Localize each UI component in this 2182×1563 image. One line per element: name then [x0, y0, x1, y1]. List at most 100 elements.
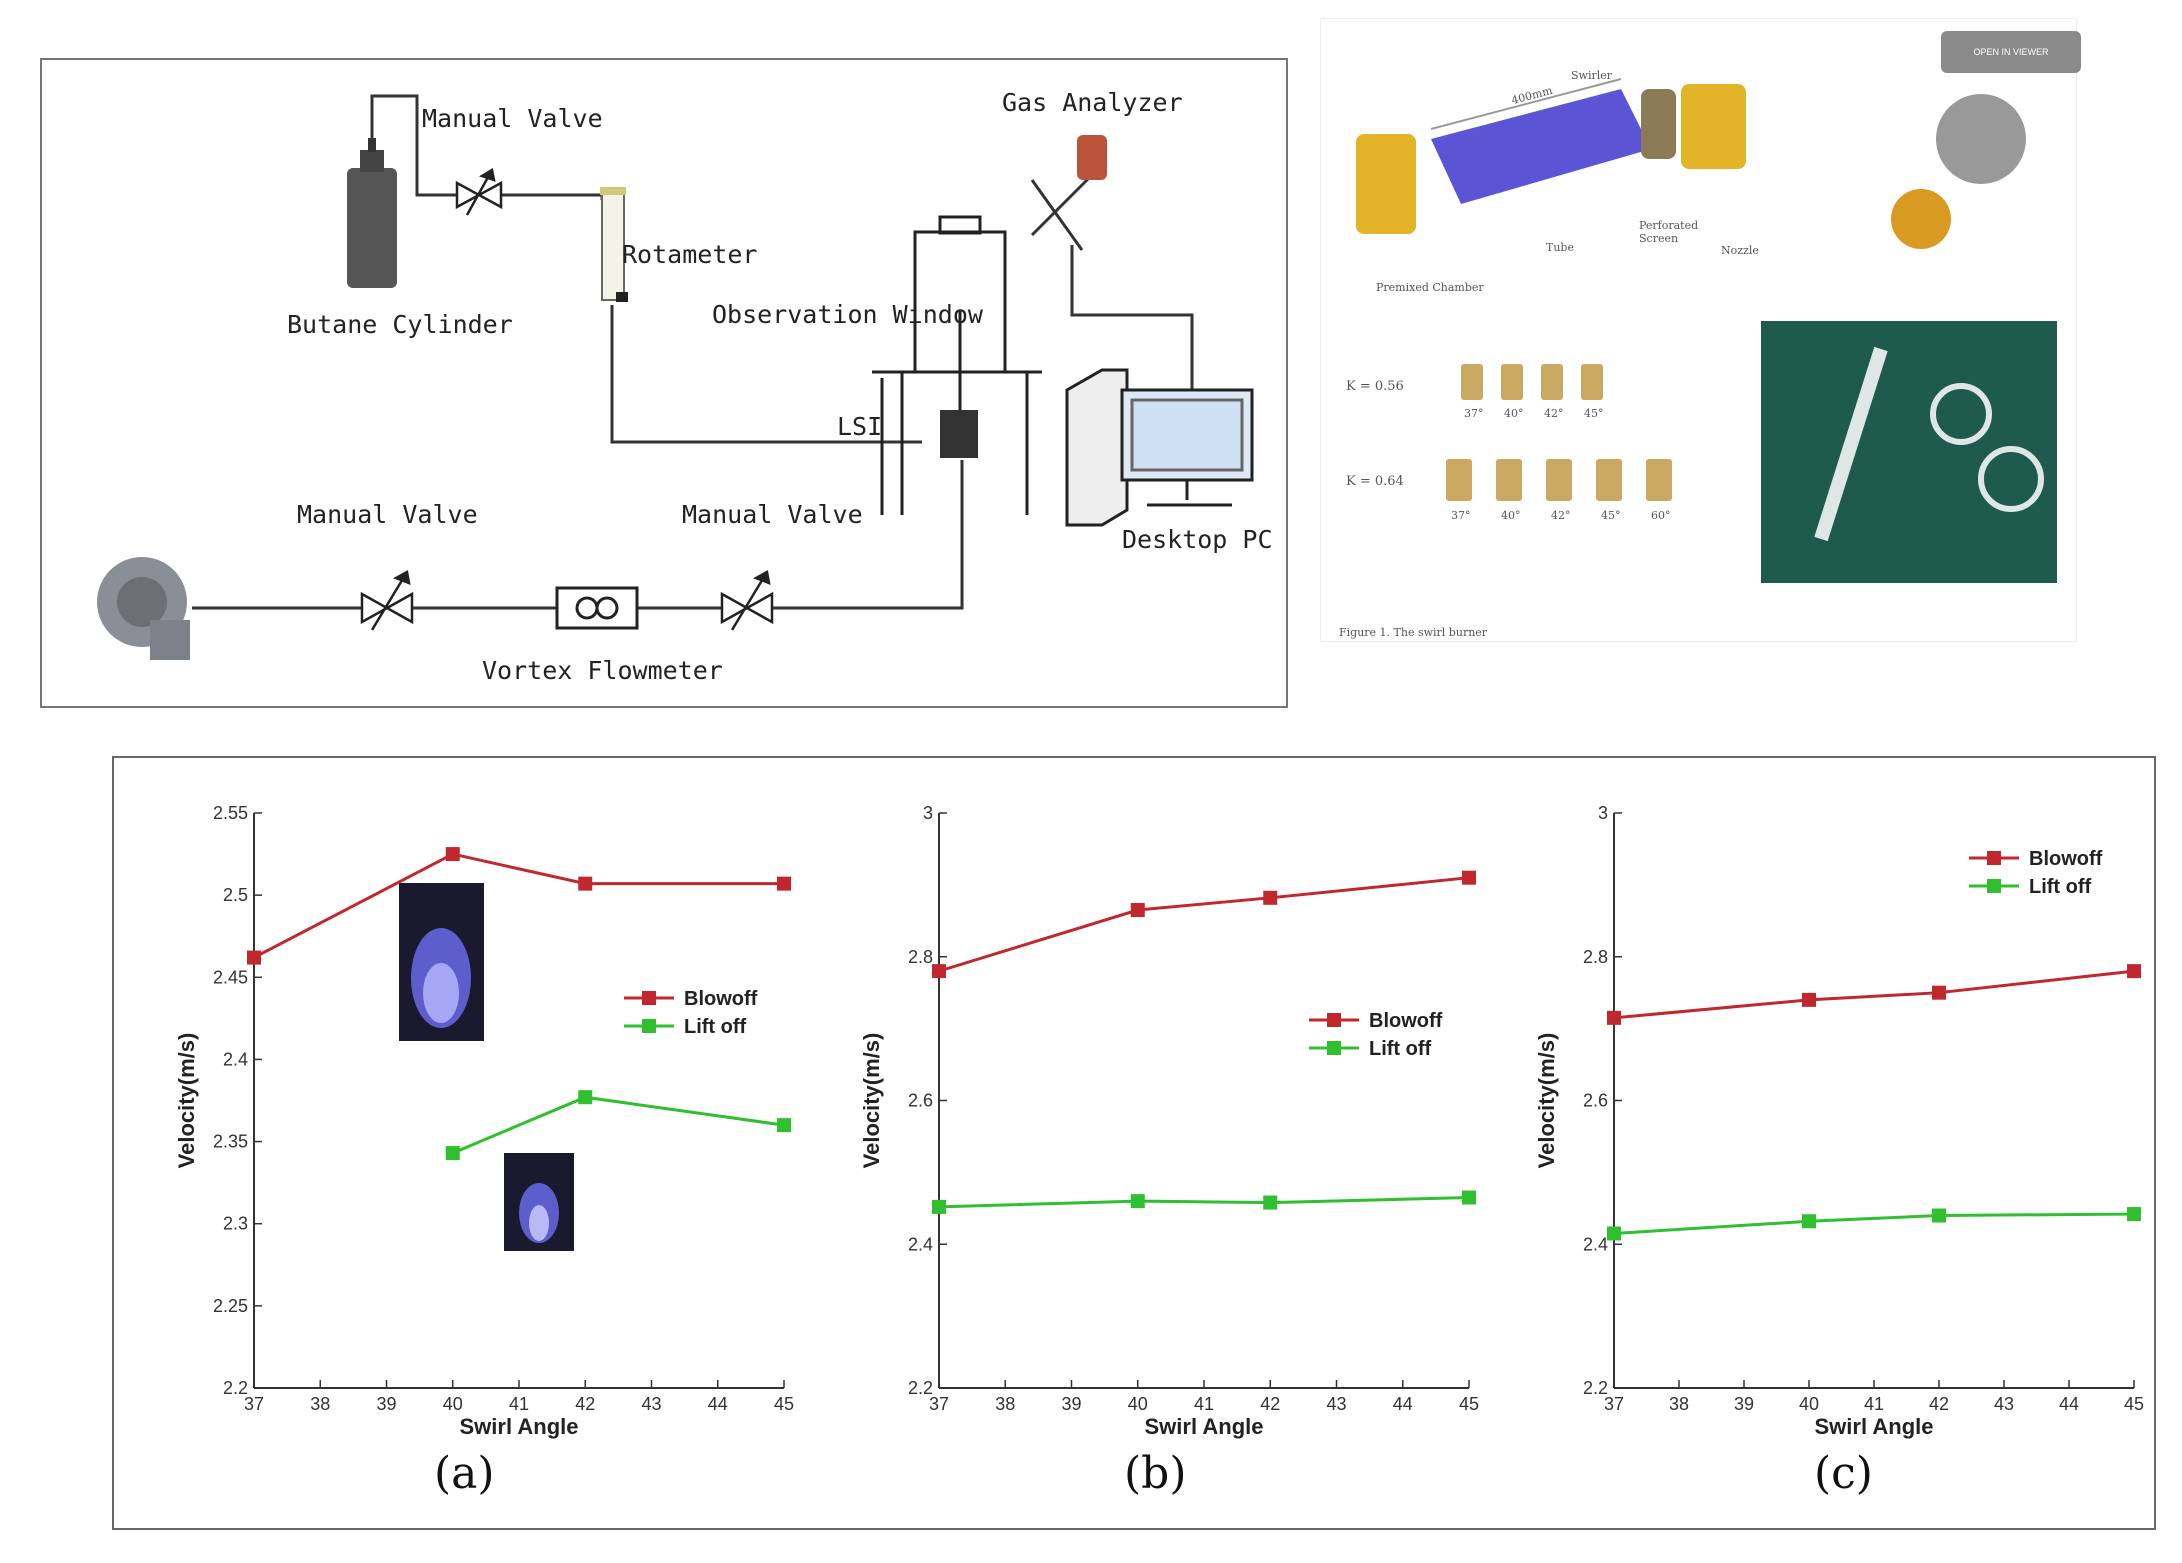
data-point — [445, 1146, 460, 1161]
blower-icon — [97, 557, 190, 660]
y-tick-label: 3 — [1598, 803, 1608, 823]
data-point — [1607, 1226, 1621, 1241]
label-angle-r1-40: 40° — [1504, 407, 1524, 420]
data-point — [2127, 964, 2141, 979]
data-point — [777, 1118, 791, 1133]
desktop-pc-icon — [1065, 368, 1254, 527]
y-tick-label: 2.45 — [213, 967, 248, 987]
vortex-flowmeter-icon — [555, 586, 639, 630]
series-line-blowoff — [1613, 969, 2135, 1020]
legend-marker — [642, 991, 656, 1005]
label-k-row2: K = 0.64 — [1346, 474, 1404, 489]
legend-marker — [1327, 1013, 1341, 1027]
valve-icon-right — [720, 570, 774, 631]
legend-label: Blowoff — [684, 988, 758, 1010]
data-point — [777, 876, 791, 891]
label-desktop-pc: Desktop PC — [1122, 525, 1273, 554]
label-nozzle: Nozzle — [1721, 244, 1759, 257]
y-tick-label: 2.2 — [223, 1378, 248, 1398]
x-tick-label: 40 — [1799, 1394, 1819, 1414]
label-k-row1: K = 0.56 — [1346, 379, 1404, 394]
data-point — [1130, 903, 1145, 918]
x-tick-label: 37 — [1604, 1394, 1624, 1414]
data-point — [1607, 1010, 1621, 1025]
label-manual-valve-right: Manual Valve — [682, 500, 863, 529]
x-tick-label: 38 — [1669, 1394, 1689, 1414]
data-point — [578, 876, 593, 891]
label-swirler: Swirler — [1571, 69, 1613, 82]
label-rotameter: Rotameter — [622, 240, 758, 269]
label-angle-r2-40: 40° — [1501, 509, 1521, 522]
x-tick-label: 39 — [1061, 1394, 1081, 1414]
y-tick-label: 2.4 — [223, 1049, 248, 1069]
x-tick-label: 37 — [244, 1394, 264, 1414]
flame-photo-large — [399, 883, 484, 1041]
data-point — [1263, 1195, 1278, 1210]
caption-c: (c) — [1814, 1448, 1873, 1499]
caption-a: (a) — [434, 1448, 495, 1499]
lsi-burner-icon — [940, 410, 978, 458]
premixed-chamber-icon — [1356, 134, 1416, 234]
schematic-lines — [97, 94, 1254, 660]
x-tick-label: 43 — [1326, 1394, 1346, 1414]
data-point — [445, 847, 460, 862]
label-premixed-chamber: Premixed Chamber — [1376, 281, 1484, 294]
label-angle-r2-37: 37° — [1451, 509, 1471, 522]
label-butane-cylinder: Butane Cylinder — [287, 310, 513, 339]
data-point — [1462, 1190, 1476, 1205]
y-axis-label: Velocity(m/s) — [174, 1033, 199, 1169]
x-axis-label: Swirl Angle — [1145, 1414, 1264, 1439]
legend-label: Lift off — [1369, 1038, 1432, 1060]
label-perforated-screen: Perforated Screen — [1639, 219, 1699, 245]
label-manual-valve-left: Manual Valve — [297, 500, 478, 529]
x-tick-label: 44 — [708, 1394, 728, 1414]
legend-label: Blowoff — [2029, 848, 2103, 870]
y-tick-label: 2.35 — [213, 1132, 248, 1152]
label-angle-r1-45: 45° — [1584, 407, 1604, 420]
x-tick-label: 40 — [443, 1394, 463, 1414]
x-tick-label: 44 — [2059, 1394, 2079, 1414]
figure-caption: Figure 1. The swirl burner — [1339, 626, 1488, 639]
series-line-blowoff — [938, 876, 1470, 973]
y-tick-label: 2.3 — [223, 1214, 248, 1234]
label-angle-r2-45: 45° — [1601, 509, 1621, 522]
series-line-blowoff — [253, 852, 784, 959]
data-point — [1932, 1208, 1946, 1223]
caption-b: (b) — [1124, 1448, 1187, 1499]
data-point — [932, 964, 946, 979]
x-tick-label: 45 — [774, 1394, 794, 1414]
data-point — [1802, 992, 1816, 1007]
legend-marker — [1987, 851, 2001, 865]
x-tick-label: 39 — [1734, 1394, 1754, 1414]
data-point — [1462, 870, 1476, 885]
label-lsi: LSI — [837, 412, 883, 441]
x-tick-label: 42 — [1929, 1394, 1949, 1414]
butane-cylinder-icon — [347, 138, 397, 288]
label-angle-r2-60: 60° — [1651, 509, 1671, 522]
x-tick-label: 41 — [509, 1394, 529, 1414]
flame-photo-small — [504, 1153, 574, 1251]
open-in-viewer-button[interactable]: OPEN IN VIEWER — [1941, 31, 2081, 73]
y-tick-label: 2.8 — [1583, 947, 1608, 967]
x-tick-label: 40 — [1128, 1394, 1148, 1414]
data-point — [247, 950, 261, 965]
burner-renders-graphics — [1356, 78, 2057, 583]
y-tick-label: 2.25 — [213, 1296, 248, 1316]
rotameter-icon — [600, 187, 628, 302]
legend-marker — [642, 1019, 656, 1033]
y-axis-label: Velocity(m/s) — [1534, 1033, 1559, 1169]
x-tick-label: 38 — [995, 1394, 1015, 1414]
legend-label: Lift off — [684, 1016, 747, 1038]
label-angle-r1-37: 37° — [1464, 407, 1484, 420]
x-axis-label: Swirl Angle — [460, 1414, 579, 1439]
series-line-lift-off — [938, 1196, 1470, 1209]
label-gas-analyzer: Gas Analyzer — [1002, 88, 1183, 117]
legend-label: Blowoff — [1369, 1010, 1443, 1032]
y-tick-label: 2.5 — [223, 885, 248, 905]
y-tick-label: 2.6 — [1583, 1091, 1608, 1111]
label-angle-r2-42: 42° — [1551, 509, 1571, 522]
tube-icon — [1431, 89, 1651, 204]
y-tick-label: 2.6 — [908, 1091, 933, 1111]
